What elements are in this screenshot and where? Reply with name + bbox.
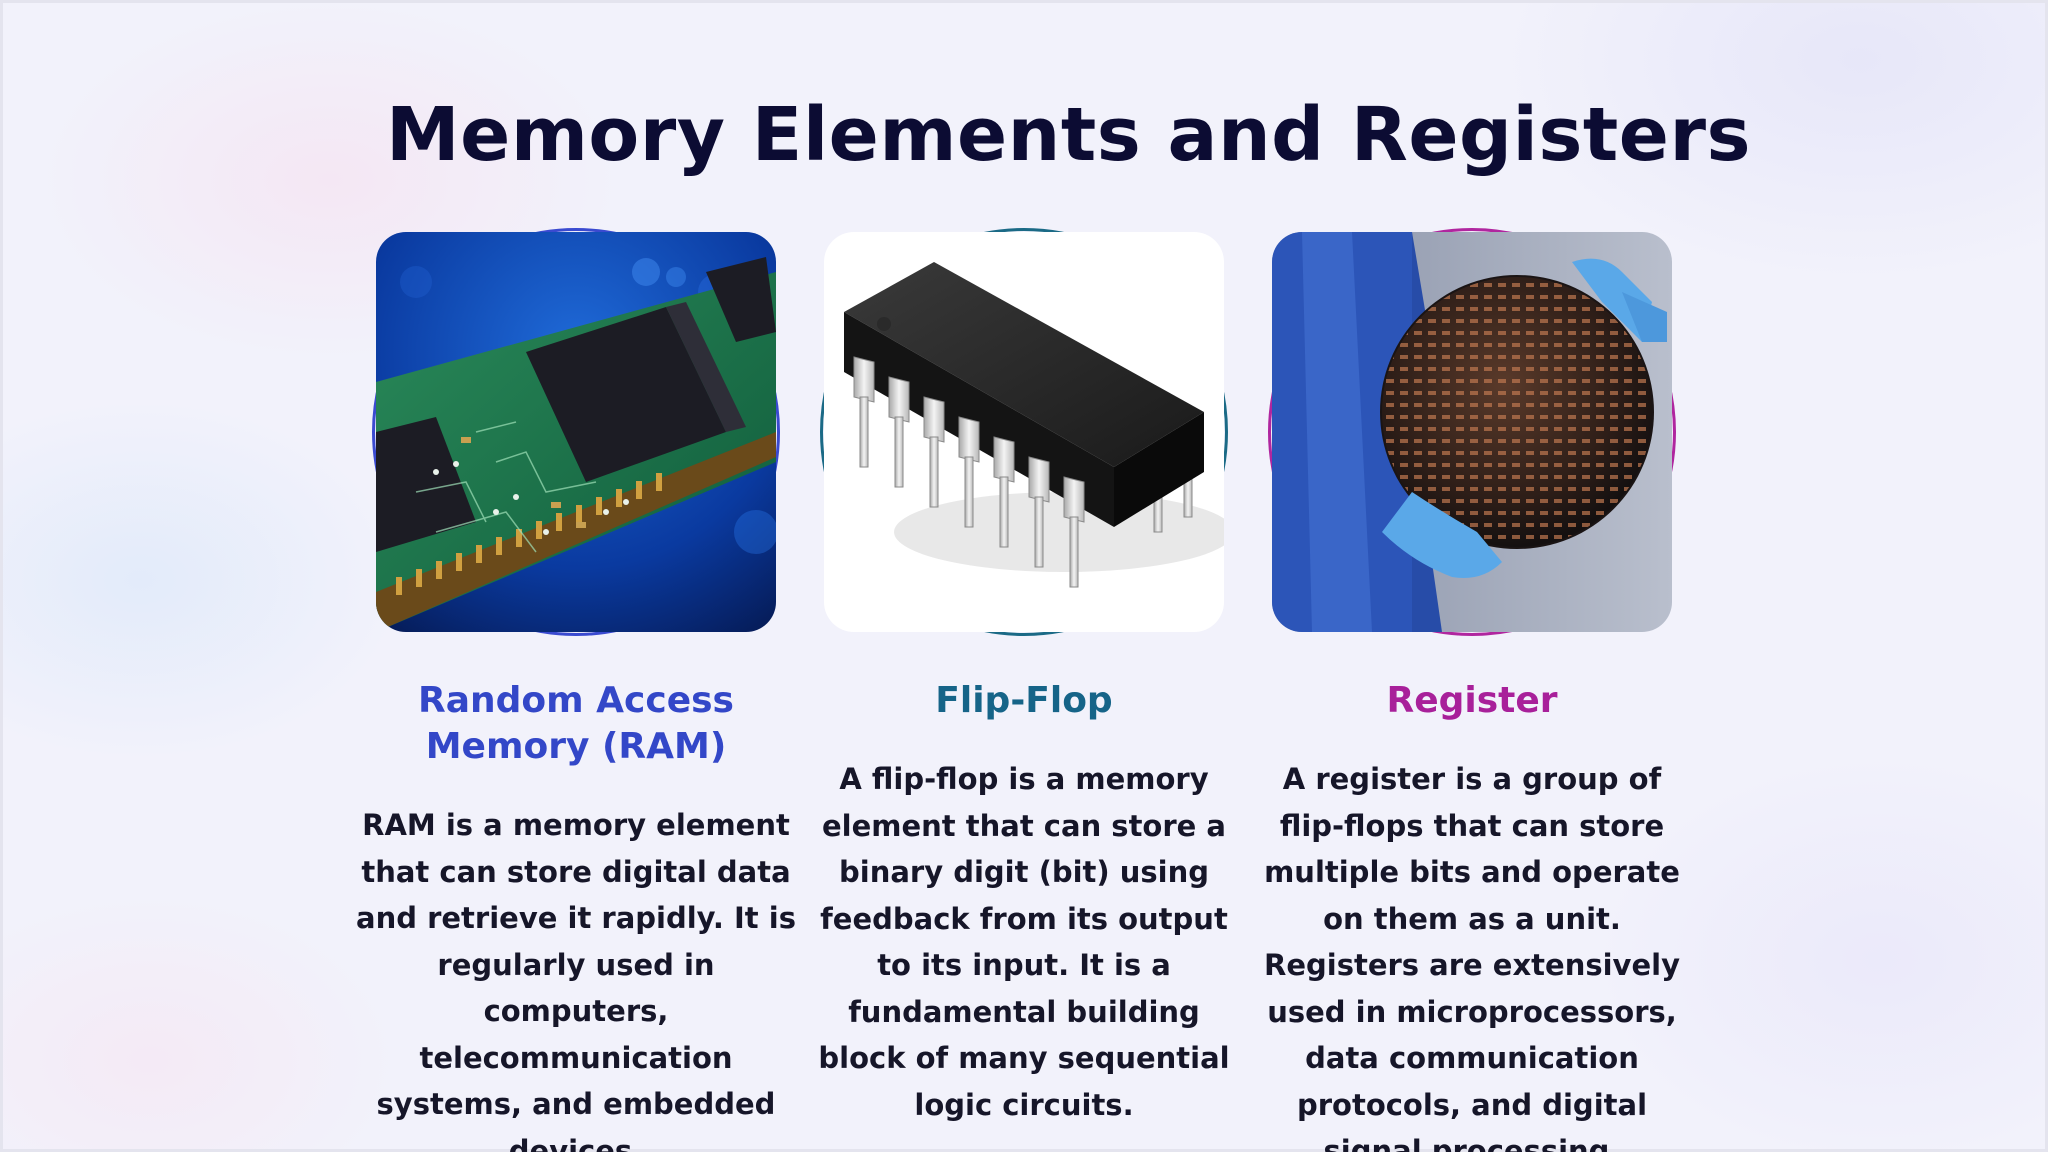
ic-chip-image: [824, 232, 1224, 632]
slide-title: Memory Elements and Registers: [386, 92, 1752, 178]
ram-image: [376, 232, 776, 632]
image-ring: [372, 228, 780, 636]
image-ring: [1268, 228, 1676, 636]
wafer-image: [1272, 232, 1672, 632]
card-title-register: Register: [1386, 680, 1558, 721]
card-body-ram: RAM is a memory element that can store d…: [356, 808, 796, 1152]
card-title-ram: Random Access Memory (RAM): [417, 680, 734, 767]
card-body-register: A register is a group of flip-flops that…: [1264, 762, 1680, 1152]
card-body-flip-flop: A flip-flop is a memory element that can…: [818, 762, 1230, 1122]
card-title-flip-flop: Flip-Flop: [935, 680, 1113, 721]
image-ring: [820, 228, 1228, 636]
